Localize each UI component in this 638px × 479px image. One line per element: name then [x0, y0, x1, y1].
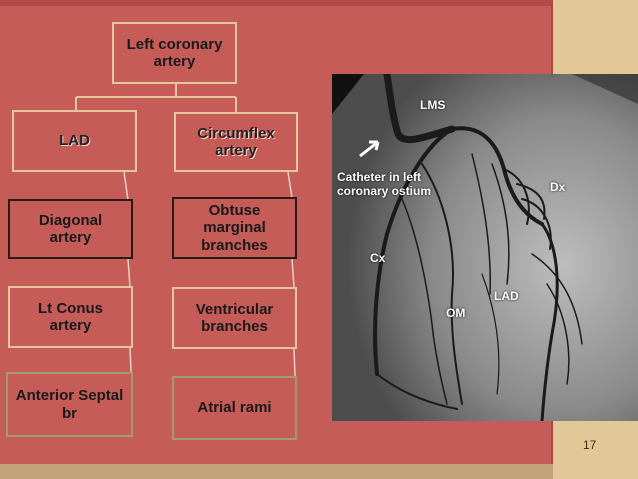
om-label: OM	[446, 306, 466, 320]
ventricular-branches-box: Ventricular branches	[172, 287, 297, 349]
atrial-rami-label: Atrial rami	[197, 399, 272, 417]
circumflex-artery-box: Circumflex artery	[174, 112, 298, 172]
atrial-rami-box: Atrial rami	[172, 376, 297, 440]
cx-label: Cx	[370, 251, 386, 265]
obtuse-marginal-label: Obtuse marginal branches	[201, 202, 268, 254]
dx-label: Dx	[550, 180, 566, 194]
left-coronary-artery-box: Left coronary artery	[112, 22, 237, 84]
flowchart-connectors	[75, 84, 296, 377]
lad-label: LAD	[59, 132, 90, 150]
anterior-septal-label: Anterior Septal br	[15, 387, 124, 422]
diagonal-artery-box: Diagonal artery	[8, 199, 133, 259]
lad-image-label: LAD	[494, 289, 519, 303]
decor-band-bottom	[553, 410, 638, 479]
decor-band-top	[553, 0, 638, 75]
lt-conus-artery-label: Lt Conus artery	[38, 299, 103, 334]
left-coronary-artery-label: Left coronary artery	[126, 35, 223, 70]
diagonal-artery-label: Diagonal artery	[38, 211, 103, 246]
catheter-label: Catheter in left coronary ostium	[337, 170, 432, 199]
obtuse-marginal-box: Obtuse marginal branches	[172, 197, 297, 259]
page-number: 17	[583, 438, 597, 452]
circumflex-artery-label: Circumflex artery	[197, 124, 275, 159]
lms-label: LMS	[420, 98, 446, 112]
bottom-border	[0, 464, 553, 479]
top-border	[0, 0, 553, 6]
lt-conus-artery-box: Lt Conus artery	[8, 286, 133, 348]
angiogram-image: LMS Catheter in left coronary ostium Dx …	[332, 74, 638, 421]
angiogram-drawing	[332, 74, 638, 421]
anterior-septal-box: Anterior Septal br	[6, 372, 133, 437]
ventricular-branches-label: Ventricular branches	[195, 300, 274, 335]
lad-box: LAD	[12, 110, 137, 172]
